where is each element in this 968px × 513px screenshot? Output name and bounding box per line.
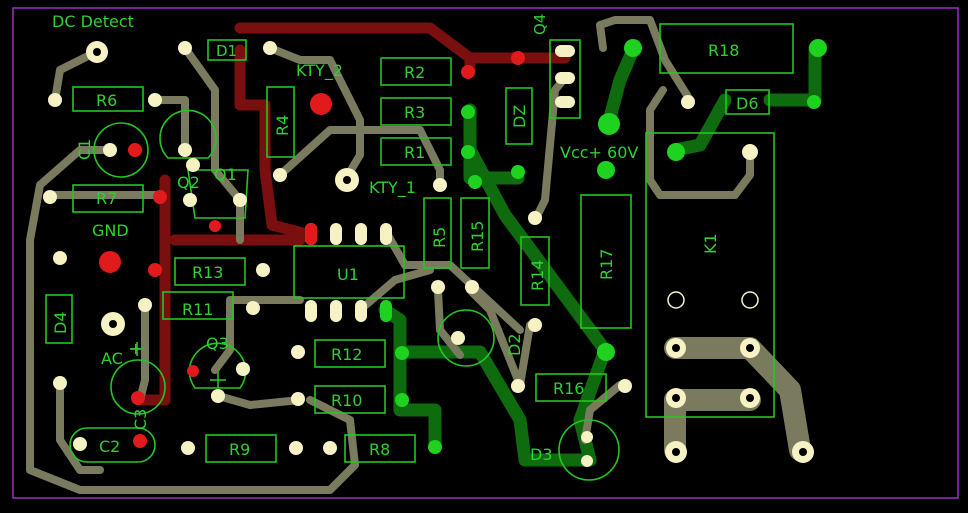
label-dz: DZ — [510, 105, 529, 128]
label-r15: R15 — [468, 221, 487, 252]
label-gnd: GND — [92, 221, 129, 240]
label-r16: R16 — [553, 379, 584, 398]
label-r17: R17 — [597, 249, 616, 280]
label-d6: D6 — [736, 94, 759, 113]
label-c1: C1 — [75, 139, 94, 160]
top-layer-traces — [26, 16, 754, 494]
label-r8: R8 — [369, 440, 390, 459]
label-kty1: KTY_1 — [369, 178, 416, 198]
label-d1: D1 — [216, 42, 237, 60]
pad-holes — [93, 48, 807, 456]
label-q3: Q3 — [206, 334, 229, 353]
label-r3: R3 — [404, 103, 425, 122]
label-q2: Q2 — [177, 173, 200, 192]
label-r13: R13 — [192, 263, 223, 282]
label-r9: R9 — [229, 440, 250, 459]
label-r4: R4 — [273, 115, 292, 136]
silkscreen-labels: DC Detect D1 KTY_2 R2 R3 R1 Q4 DZ R18 D6… — [51, 12, 759, 464]
red-layer-traces — [134, 22, 571, 406]
label-dc-detect: DC Detect — [52, 12, 134, 31]
label-r10: R10 — [331, 391, 362, 410]
label-r7: R7 — [96, 189, 117, 208]
label-c3: C3 — [131, 409, 150, 430]
label-plus: + — [129, 339, 142, 358]
label-vcc: Vcc+ 60V — [560, 143, 638, 162]
label-r12: R12 — [331, 345, 362, 364]
label-r18: R18 — [708, 41, 739, 60]
label-u1: U1 — [337, 265, 359, 284]
label-q1: Q1 — [214, 165, 237, 184]
label-r14: R14 — [528, 260, 547, 291]
label-k1: K1 — [701, 233, 720, 254]
label-kty2: KTY_2 — [296, 61, 343, 81]
label-d4: D4 — [51, 312, 70, 335]
silkscreen — [45, 23, 794, 481]
label-r11: R11 — [182, 300, 213, 319]
relay-power-traces — [664, 337, 811, 461]
board-outline — [12, 7, 959, 499]
label-r6: R6 — [96, 91, 117, 110]
label-r5: R5 — [430, 227, 449, 248]
label-c2: C2 — [99, 437, 120, 456]
pads-red — [99, 51, 525, 448]
label-r1: R1 — [404, 143, 425, 162]
pads-green — [380, 39, 827, 454]
label-ac: AC — [101, 349, 123, 368]
label-r2: R2 — [404, 63, 425, 82]
label-q4: Q4 — [531, 14, 549, 35]
label-d2: D2 — [505, 334, 524, 357]
label-d3: D3 — [530, 445, 553, 464]
